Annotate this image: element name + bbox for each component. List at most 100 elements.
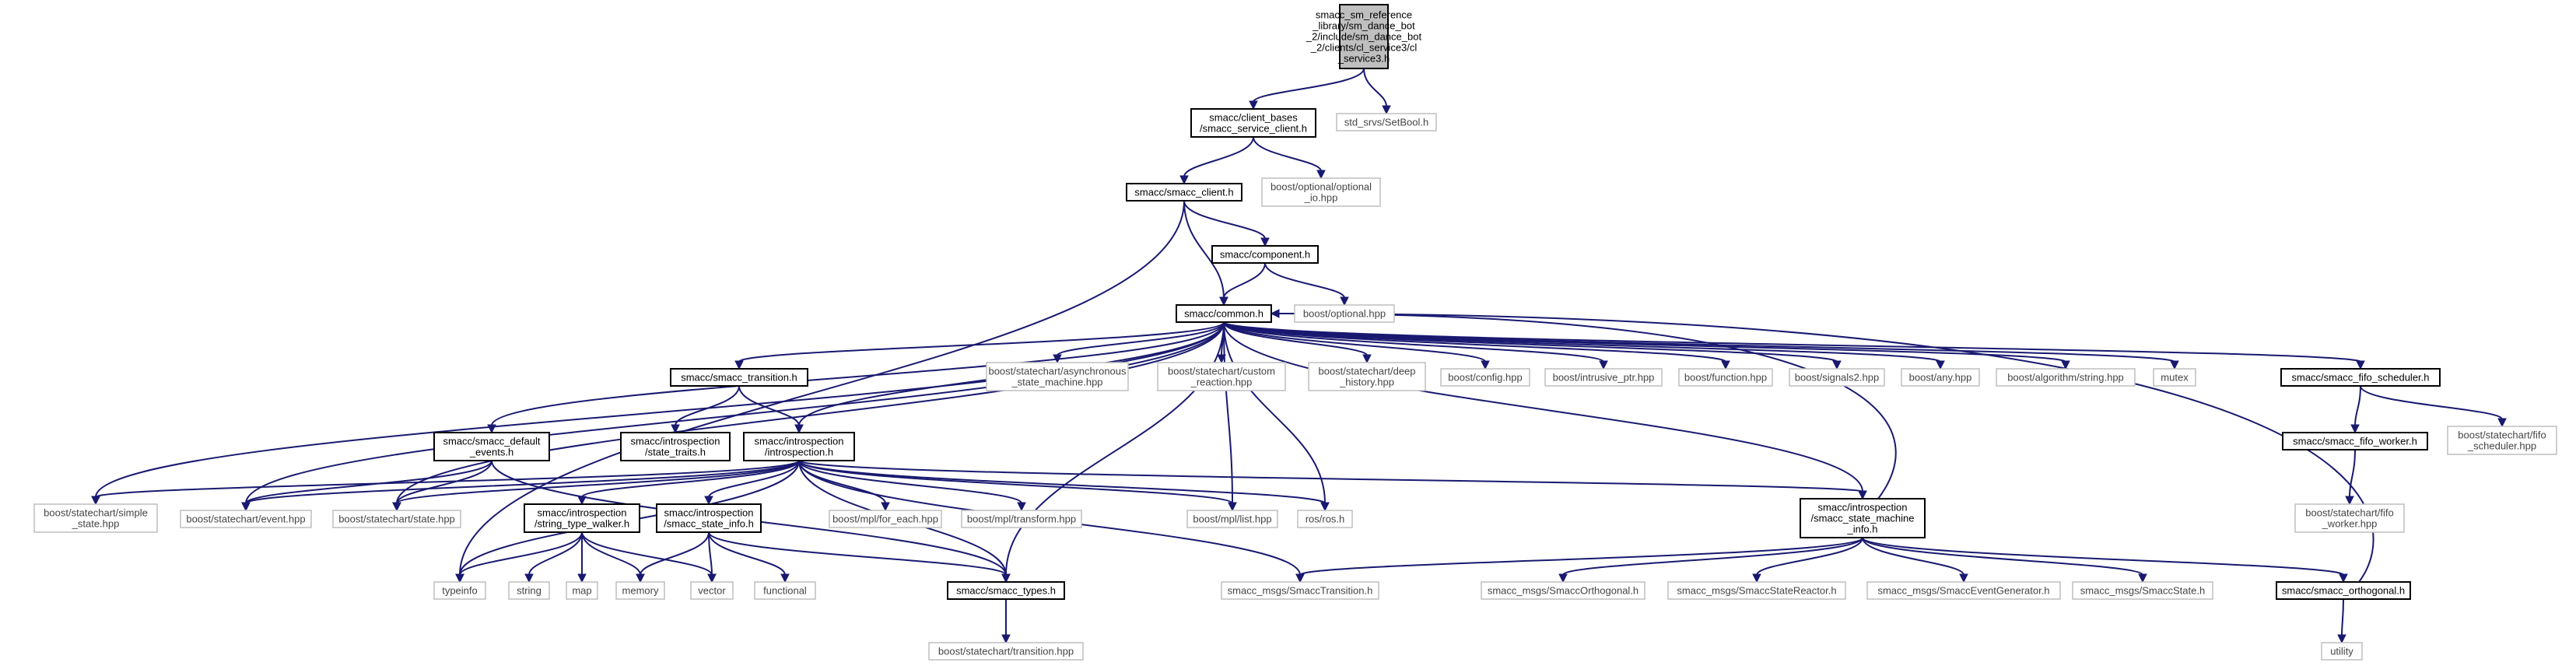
node-config[interactable]: boost/config.hpp bbox=[1440, 368, 1530, 387]
node-label: _scheduler.hpp bbox=[2467, 440, 2536, 452]
node-default-events[interactable]: smacc/smacc_default_events.h bbox=[433, 432, 550, 461]
node-string[interactable]: string bbox=[508, 581, 550, 600]
node-label: smacc/component.h bbox=[1220, 249, 1310, 261]
node-label: boost/optional.hpp bbox=[1303, 308, 1386, 320]
edge-introspection-to-mpl_list bbox=[798, 460, 1233, 504]
node-label: smacc/smacc_default bbox=[443, 436, 541, 447]
node-fifo-scheduler-hpp[interactable]: boost/statechart/fifo_scheduler.hpp bbox=[2447, 426, 2557, 455]
node-utility[interactable]: utility bbox=[2321, 642, 2363, 661]
node-msg-transition[interactable]: smacc_msgs/SmaccTransition.h bbox=[1221, 581, 1379, 600]
node-typeinfo[interactable]: typeinfo bbox=[433, 581, 486, 600]
node-fifo-scheduler[interactable]: smacc/smacc_fifo_scheduler.h bbox=[2280, 368, 2441, 387]
node-box bbox=[928, 642, 1084, 661]
node-memory[interactable]: memory bbox=[615, 581, 665, 600]
node-state-hpp[interactable]: boost/statechart/state.hpp bbox=[332, 510, 461, 528]
arrowhead bbox=[2170, 360, 2179, 370]
node-fifo-worker[interactable]: smacc/smacc_fifo_worker.h bbox=[2282, 432, 2428, 450]
node-optional[interactable]: boost/optional.hpp bbox=[1294, 304, 1395, 323]
node-label: smacc_msgs/SmaccState.h bbox=[2080, 585, 2205, 597]
node-for-each[interactable]: boost/mpl/for_each.hpp bbox=[829, 510, 942, 528]
node-string-type-walker[interactable]: smacc/introspection/string_type_walker.h bbox=[524, 503, 640, 533]
node-label: /introspection.h bbox=[765, 447, 833, 458]
arrowhead bbox=[734, 360, 744, 370]
node-setbool[interactable]: std_srvs/SetBool.h bbox=[1336, 113, 1437, 131]
edge-smacc_client-to-component bbox=[1183, 200, 1266, 240]
node-function[interactable]: boost/function.hpp bbox=[1678, 368, 1773, 387]
arrowhead bbox=[1017, 502, 1026, 512]
edge-common-to-fifo_scheduler bbox=[1223, 321, 2361, 363]
node-box bbox=[1339, 4, 1389, 69]
node-box bbox=[1336, 113, 1437, 131]
node-fifo-worker-hpp[interactable]: boost/statechart/fifo_worker.hpp bbox=[2294, 503, 2405, 533]
edge-fifo_scheduler-to-fifo_scheduler_hpp bbox=[2360, 385, 2503, 420]
node-component[interactable]: smacc/component.h bbox=[1211, 245, 1319, 264]
node-label: smacc/common.h bbox=[1184, 308, 1263, 320]
node-smacc-orthogonal[interactable]: smacc/smacc_orthogonal.h bbox=[2276, 581, 2411, 600]
arrowhead bbox=[2350, 424, 2360, 434]
node-service-client[interactable]: smacc/client_bases/smacc_service_client.… bbox=[1190, 108, 1316, 138]
edge-string_type_walker-to-vector bbox=[581, 531, 713, 576]
node-sm-info[interactable]: smacc/introspection/smacc_state_machine_… bbox=[1800, 498, 1926, 538]
node-vector[interactable]: vector bbox=[690, 581, 734, 600]
node-label: boost/algorithm/string.hpp bbox=[2007, 372, 2124, 384]
node-map[interactable]: map bbox=[566, 581, 598, 600]
node-label: smacc_sm_reference bbox=[1316, 9, 1412, 21]
node-simple-state[interactable]: boost/statechart/simple_state.hpp bbox=[33, 503, 158, 533]
arrowhead bbox=[1001, 634, 1011, 644]
node-box bbox=[961, 510, 1082, 528]
node-functional[interactable]: functional bbox=[754, 581, 816, 600]
node-label: memory bbox=[622, 585, 659, 597]
node-optional-io[interactable]: boost/optional/optional_io.hpp bbox=[1261, 177, 1381, 207]
node-transition[interactable]: smacc/smacc_transition.h bbox=[670, 368, 808, 387]
node-transition-hpp[interactable]: boost/statechart/transition.hpp bbox=[928, 642, 1084, 661]
node-mutex[interactable]: mutex bbox=[2153, 368, 2196, 387]
node-msg-orthogonal[interactable]: smacc_msgs/SmaccOrthogonal.h bbox=[1481, 581, 1645, 600]
node-any[interactable]: boost/any.hpp bbox=[1901, 368, 1980, 387]
edge-layer bbox=[91, 68, 2507, 644]
arrowhead bbox=[1316, 170, 1326, 180]
node-smacc-types[interactable]: smacc/smacc_types.h bbox=[947, 581, 1065, 600]
arrowhead bbox=[881, 502, 890, 512]
node-algo-string[interactable]: boost/algorithm/string.hpp bbox=[1996, 368, 2136, 387]
node-msg-event-generator[interactable]: smacc_msgs/SmaccEventGenerator.h bbox=[1866, 581, 2061, 600]
node-smacc-client[interactable]: smacc/smacc_client.h bbox=[1126, 183, 1242, 202]
node-custom-reaction[interactable]: boost/statechart/custom_reaction.hpp bbox=[1157, 362, 1286, 391]
node-box bbox=[1678, 368, 1773, 387]
node-msg-state-reactor[interactable]: smacc_msgs/SmaccStateReactor.h bbox=[1667, 581, 1846, 600]
node-label: boost/intrusive_ptr.hpp bbox=[1553, 372, 1655, 384]
arrowhead bbox=[704, 496, 713, 506]
node-box bbox=[620, 432, 731, 461]
node-signals2[interactable]: boost/signals2.hpp bbox=[1789, 368, 1885, 387]
node-label: _reaction.hpp bbox=[1190, 377, 1253, 388]
node-introspection[interactable]: smacc/introspection/introspection.h bbox=[743, 432, 855, 461]
node-ros[interactable]: ros/ros.h bbox=[1297, 510, 1353, 528]
edge-common-to-event_hpp bbox=[245, 321, 1225, 504]
edge-common-to-function bbox=[1223, 321, 1726, 363]
node-box bbox=[566, 581, 598, 600]
node-box bbox=[1901, 368, 1980, 387]
node-box bbox=[1297, 510, 1353, 528]
node-state-info[interactable]: smacc/introspection/smacc_state_info.h bbox=[656, 503, 762, 533]
edge-common-to-intrusive_ptr bbox=[1223, 321, 1604, 363]
node-deep-history[interactable]: boost/statechart/deep_history.hpp bbox=[1308, 362, 1426, 391]
node-label: smacc/smacc_transition.h bbox=[681, 372, 797, 384]
node-msg-state[interactable]: smacc_msgs/SmaccState.h bbox=[2072, 581, 2213, 600]
node-async-sm[interactable]: boost/statechart/asynchronous_state_mach… bbox=[986, 362, 1129, 391]
node-state-traits[interactable]: smacc/introspection/state_traits.h bbox=[620, 432, 731, 461]
edge-sm_info-to-msg_orthogonal bbox=[1562, 537, 1863, 576]
edge-common-to-state_hpp bbox=[396, 321, 1225, 504]
node-box bbox=[2153, 368, 2196, 387]
node-label: boost/mpl/for_each.hpp bbox=[832, 514, 938, 525]
node-mpl-transform[interactable]: boost/mpl/transform.hpp bbox=[961, 510, 1082, 528]
edge-smacc_orthogonal-to-common bbox=[1277, 313, 2374, 583]
arrowhead bbox=[1936, 360, 1945, 370]
edge-common-to-ros bbox=[1223, 321, 1326, 504]
node-box bbox=[2294, 503, 2405, 533]
node-mpl-list[interactable]: boost/mpl/list.hpp bbox=[1186, 510, 1278, 528]
arrowhead bbox=[1481, 360, 1490, 370]
node-common[interactable]: smacc/common.h bbox=[1176, 304, 1272, 323]
node-root[interactable]: smacc_sm_reference_library/sm_dance_bot_… bbox=[1306, 4, 1422, 69]
node-intrusive-ptr[interactable]: boost/intrusive_ptr.hpp bbox=[1544, 368, 1663, 387]
arrowhead bbox=[1270, 309, 1280, 318]
node-event-hpp[interactable]: boost/statechart/event.hpp bbox=[180, 510, 312, 528]
